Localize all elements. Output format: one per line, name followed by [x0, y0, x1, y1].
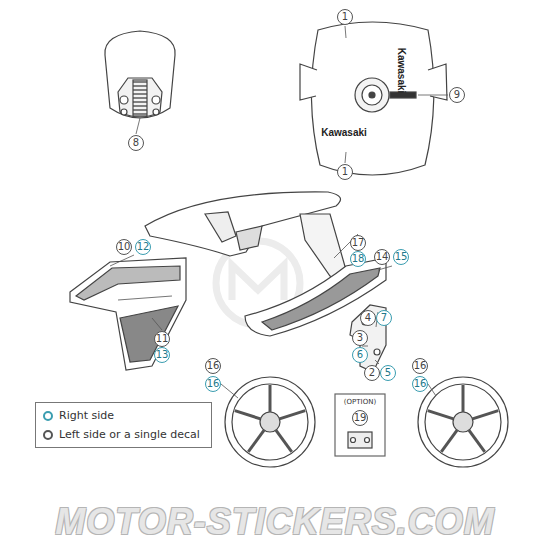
callout-number: 1	[337, 9, 353, 25]
wheel-spoke	[269, 385, 272, 412]
callout-number: 1	[337, 164, 353, 180]
legend-box: Right sideLeft side or a single decal	[35, 402, 212, 448]
legend-row: Right side	[43, 406, 211, 425]
callout-number: 11	[154, 331, 170, 347]
option-label: (OPTION)	[344, 398, 376, 406]
wheel-spoke	[235, 411, 261, 419]
callout-number: 17	[350, 235, 366, 251]
wheel-spoke	[473, 411, 499, 419]
callout-number: 16	[412, 358, 428, 374]
callout-number: 18	[350, 251, 366, 267]
callout-number: 13	[154, 347, 170, 363]
legend-text: Right side	[59, 409, 114, 422]
callout-number: 16	[205, 358, 221, 374]
callout-number: 10	[116, 239, 132, 255]
callout-number: 19	[352, 410, 368, 426]
callout-number: 7	[376, 310, 392, 326]
wheel-spoke	[428, 411, 454, 419]
legend-swatch	[43, 411, 53, 421]
wheel-spoke	[441, 430, 457, 452]
callout-number: 12	[135, 239, 151, 255]
callout-number: 15	[393, 249, 409, 265]
callout-number: 14	[374, 249, 390, 265]
wheel-spoke	[462, 385, 465, 412]
legend-swatch	[43, 430, 53, 440]
callout-number: 5	[380, 365, 396, 381]
callout-number: 8	[128, 135, 144, 151]
callout-number: 4	[360, 310, 376, 326]
watermark: MOTOR-STICKERS.COM	[55, 501, 494, 543]
callout-number: 16	[412, 376, 428, 392]
tank-logo: Kawasaki	[321, 127, 367, 138]
wheel-spoke	[276, 430, 292, 452]
wheel-spoke	[280, 411, 306, 419]
legend-row: Left side or a single decal	[43, 425, 211, 444]
wheel-spoke	[469, 430, 485, 452]
callout-number: 16	[205, 376, 221, 392]
wheel-spoke	[248, 430, 264, 452]
callout-number: 9	[449, 87, 465, 103]
legend-text: Left side or a single decal	[59, 428, 200, 441]
callout-number: 6	[352, 347, 368, 363]
callout-number: 2	[364, 365, 380, 381]
tank-logo: Kawasaki	[397, 47, 408, 93]
callout-number: 3	[352, 330, 368, 346]
